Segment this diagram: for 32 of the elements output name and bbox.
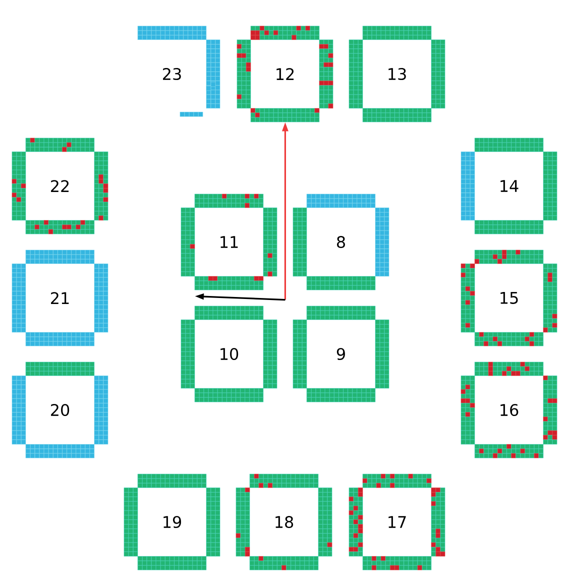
grid-block: 23	[138, 26, 220, 117]
grid-block: 12	[236, 26, 334, 122]
node-label: 20	[50, 404, 70, 416]
node-label: 14	[500, 180, 518, 192]
grid-block: 18	[236, 474, 332, 570]
node-label: 21	[50, 292, 69, 304]
grid-block: 10	[180, 306, 278, 402]
node-label: 8	[336, 236, 345, 248]
grid-block: 21	[12, 250, 108, 346]
grid-block: 20	[12, 362, 108, 458]
grid-block: 13	[348, 26, 446, 122]
grid-block: 11	[180, 194, 278, 290]
node-label: 16	[500, 404, 518, 416]
grid-block: 15	[460, 250, 558, 346]
node-label: 15	[500, 292, 518, 304]
node-label: 23	[163, 68, 181, 80]
node-label: 11	[220, 236, 238, 248]
grid-block: 9	[292, 306, 390, 402]
node-label: 18	[276, 516, 294, 528]
node-label: 19	[164, 516, 182, 528]
node-label: 12	[276, 68, 294, 80]
grid-block: 19	[124, 474, 220, 570]
node-label: 9	[336, 348, 345, 360]
grid-block: 14	[460, 138, 558, 234]
grid-block: 8	[292, 194, 390, 290]
node-label: 13	[388, 68, 406, 80]
grid-block: 17	[348, 474, 446, 570]
grid-block: 22	[12, 138, 108, 234]
grid-block: 16	[460, 362, 558, 458]
node-label: 22	[50, 180, 69, 192]
node-label: 17	[388, 516, 406, 528]
node-label: 10	[220, 348, 238, 360]
